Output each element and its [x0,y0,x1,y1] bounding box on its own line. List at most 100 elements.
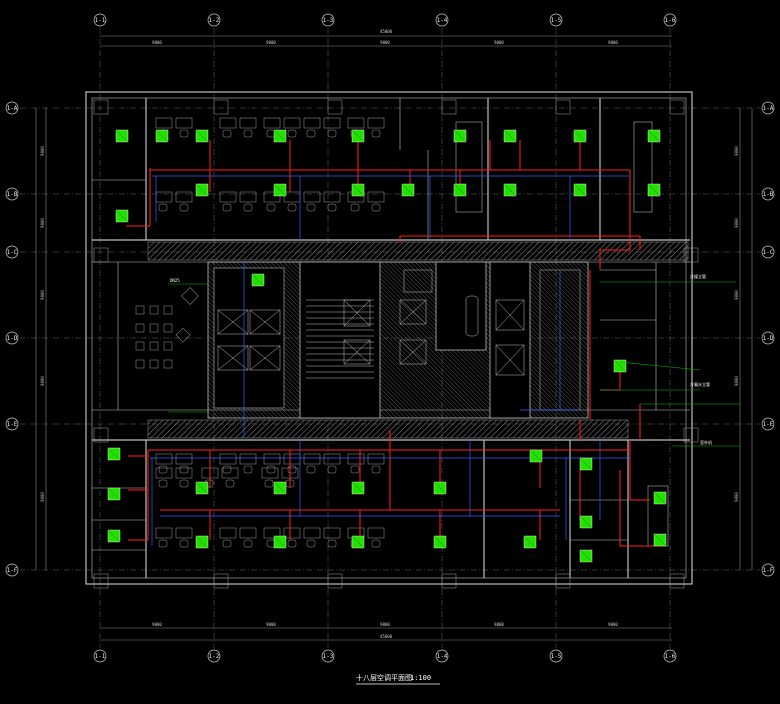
shaft-box [249,309,281,335]
core-fixture [465,295,479,337]
indoor-units [107,129,667,563]
shaft-box [249,345,281,371]
dim-bottom-segment: 9000 [494,622,504,627]
dim-left-segment: 9000 [40,218,45,228]
column [441,99,457,115]
dim-top-segment: 9000 [608,40,618,45]
lobby-seat [163,359,173,369]
grid-bubble-label: 1-4 [437,17,448,24]
callouts [168,281,740,447]
grid-bubble [321,649,335,663]
chair [350,203,360,212]
dim-top-segment: 9000 [494,40,504,45]
lobby-feature [175,327,191,343]
shaft-box [343,299,371,327]
indoor-unit-mark [653,491,667,505]
column [213,573,229,589]
desk [323,191,341,203]
desk [221,467,239,479]
drawing-scale: 1:100 [410,674,431,682]
indoor-unit-mark [453,183,467,197]
desk [219,527,237,539]
indoor-unit-mark [503,183,517,197]
indoor-unit-mark [401,183,415,197]
desk [263,191,281,203]
refrigerant-pipe [629,440,650,501]
chair [222,539,232,548]
column [683,247,699,263]
grid-bubble [207,649,221,663]
grid-bubble [761,101,775,115]
chair [179,129,189,138]
grid-bubble-label: 1-2 [209,653,220,660]
indoor-unit-mark [195,183,209,197]
indoor-unit-mark [579,515,593,529]
chair [287,129,297,138]
desk [367,191,385,203]
indoor-unit-mark [573,183,587,197]
grid-bubble [549,13,563,27]
column [93,573,109,589]
chair [306,539,316,548]
indoor-unit-mark [351,481,365,495]
grid-bubble [93,13,107,27]
grid-bubble [761,245,775,259]
shaft-cross [249,345,281,371]
grid-bubble [549,649,563,663]
desk [155,453,173,465]
grid-bubble-label: 1-F [7,567,18,574]
dim-bottom-total: 45000 [380,634,393,639]
grid-bubble-label: 1-3 [323,653,334,660]
desk [261,467,279,479]
indoor-unit-mark [351,183,365,197]
column [93,427,109,443]
grid-bubble [761,563,775,577]
chair [243,465,253,474]
shaft-cross [343,339,371,365]
desk [239,453,257,465]
desk [323,527,341,539]
column [441,573,457,589]
shaft-cross [495,299,525,331]
chair [287,203,297,212]
grid-bubble [93,649,107,663]
column [555,99,571,115]
riser-callout-2: 冷凝水立管 [690,381,710,387]
grid-bubble [435,649,449,663]
shaft-box [399,339,427,365]
grid-bubble [761,331,775,345]
dim-bottom-segment: 9000 [380,622,390,627]
shaft-cross [495,344,525,376]
core-room [403,269,433,293]
indoor-unit-mark [647,129,661,143]
chair [243,203,253,212]
dim-right-segment: 9000 [734,492,739,502]
desk [175,527,193,539]
outdoor-unit-callout: 室外机 [700,439,712,445]
chair [287,539,297,548]
dim-top-segment: 9000 [266,40,276,45]
desk [175,191,193,203]
desk [175,117,193,129]
desk [239,191,257,203]
dim-left-segment: 9000 [40,376,45,386]
desk [367,453,385,465]
desk [155,117,173,129]
dim-top-total: 45000 [380,29,393,34]
indoor-unit-mark [107,529,121,543]
grid-bubble-label: 1-5 [551,653,562,660]
column [669,573,685,589]
shaft-cross [217,309,249,335]
grid-bubble-label: 1-1 [95,17,106,24]
indoor-unit-mark [647,183,661,197]
grid-bubble-label: 1-4 [437,653,448,660]
chair [222,203,232,212]
chair [179,539,189,548]
grid-bubble [207,13,221,27]
grid-bubble-label: 1-6 [665,653,676,660]
shaft-box [399,299,427,325]
desk [323,117,341,129]
shaft-box [343,339,371,365]
desk [263,453,281,465]
